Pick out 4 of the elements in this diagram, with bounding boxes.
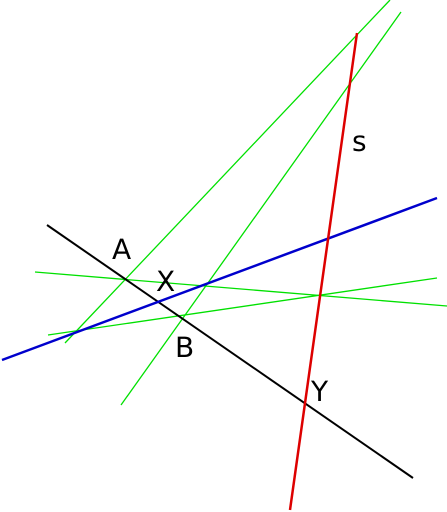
point-label: Y	[311, 378, 328, 406]
point-label: B	[175, 334, 194, 362]
line-label: s	[352, 128, 367, 156]
point-label: A	[112, 236, 132, 264]
